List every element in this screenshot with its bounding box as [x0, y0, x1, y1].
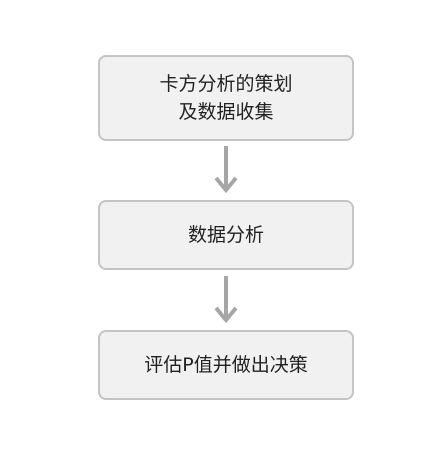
step-planning-data-collection: 卡方分析的策划 及数据收集	[98, 55, 354, 141]
step-3-label: 评估P值并做出决策	[144, 354, 308, 376]
step-1-line-1: 卡方分析的策划	[159, 73, 293, 95]
step-data-analysis: 数据分析	[98, 200, 354, 270]
down-arrow-2	[214, 276, 238, 324]
step-1-line-2: 及数据收集	[178, 101, 274, 123]
step-evaluate-p-value-decide: 评估P值并做出决策	[98, 330, 354, 400]
step-2-label: 数据分析	[187, 224, 264, 246]
down-arrow-1	[214, 146, 238, 194]
